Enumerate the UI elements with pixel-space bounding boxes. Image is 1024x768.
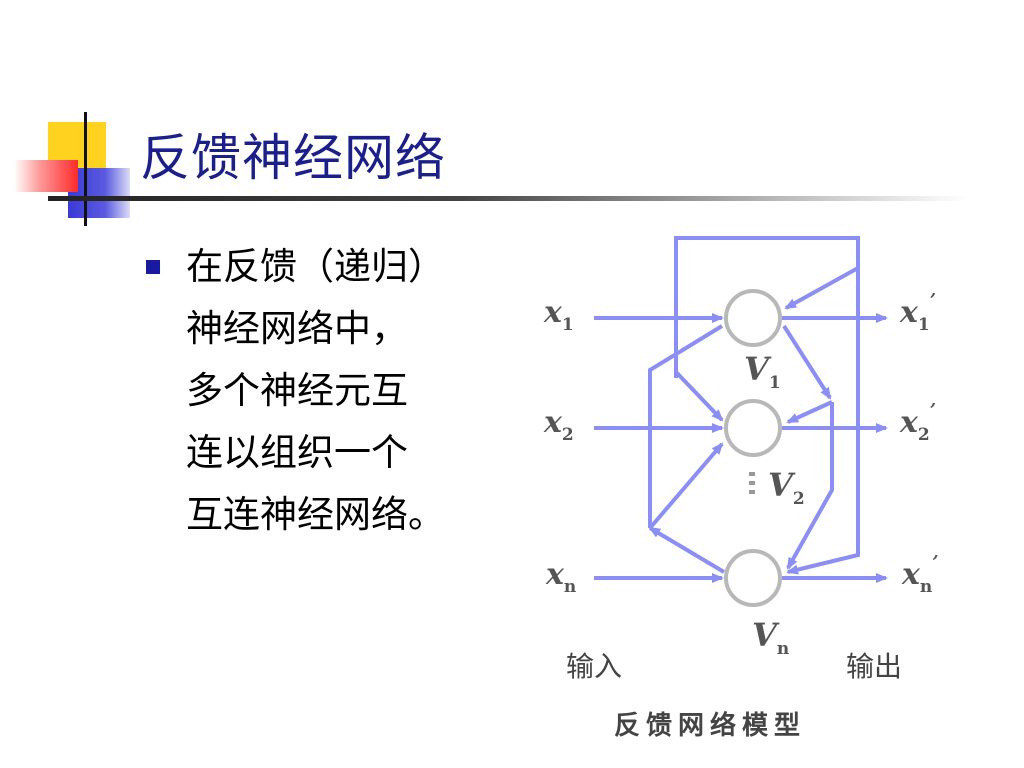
neurons [724,289,782,607]
feedback-to-v1 [784,266,859,310]
v1-to-right [782,324,832,400]
neuron-label-v2: V2 [768,466,805,509]
diagram-caption: 反馈网络模型 [614,710,806,741]
bullet-line: 互连神经网络。 [186,493,445,536]
bullet-square-icon [146,260,160,274]
output-label-1: x1’ [899,290,936,335]
page-title: 反馈神经网络 [140,129,446,187]
connections [594,236,888,583]
vn-to-left [648,526,726,574]
bullet-text: 在反馈（递归） 神经网络中， 多个神经元互 连以组织一个 互连神经网络。 [186,236,486,546]
inner-right-loop [786,402,834,570]
title-divider [48,196,968,201]
decor-blue-square [68,168,130,218]
neuron-label-vn: Vn [752,616,789,659]
input-label-n: xn [545,557,576,597]
left-loop-to-v2 [674,370,724,422]
input-caption: 输入 [566,650,622,683]
neuron-v1 [724,289,782,347]
input-label-2: x2 [543,405,574,445]
neuron-label-v1: V1 [744,350,781,393]
bullet-line: 在反馈（递归） [186,245,445,288]
ellipsis-dots [749,472,755,494]
bullet-line: 连以组织一个 [186,431,408,474]
decor-red-bar [14,160,78,192]
right-loop-to-v2 [786,400,833,424]
outer-feedback-right [786,268,860,575]
input-label-1: x1 [543,295,574,335]
output-label-2: x2’ [899,400,936,445]
feedback-network-diagram: x1 x2 xn x1’ x2’ xn’ V1 V2 Vn 输入 输出 反馈网络… [543,236,939,741]
neuron-v2 [724,399,782,457]
output-caption: 输出 [846,650,902,683]
bullet-line: 多个神经元互 [186,369,408,412]
bullet-line: 神经网络中， [186,307,408,350]
output-label-n: xn’ [901,552,939,597]
decor-vertical-line [84,112,87,226]
neuron-vn [724,549,782,607]
left-loop-up [648,442,724,530]
outer-feedback-loop [674,236,860,378]
inner-left-loop [648,324,724,528]
